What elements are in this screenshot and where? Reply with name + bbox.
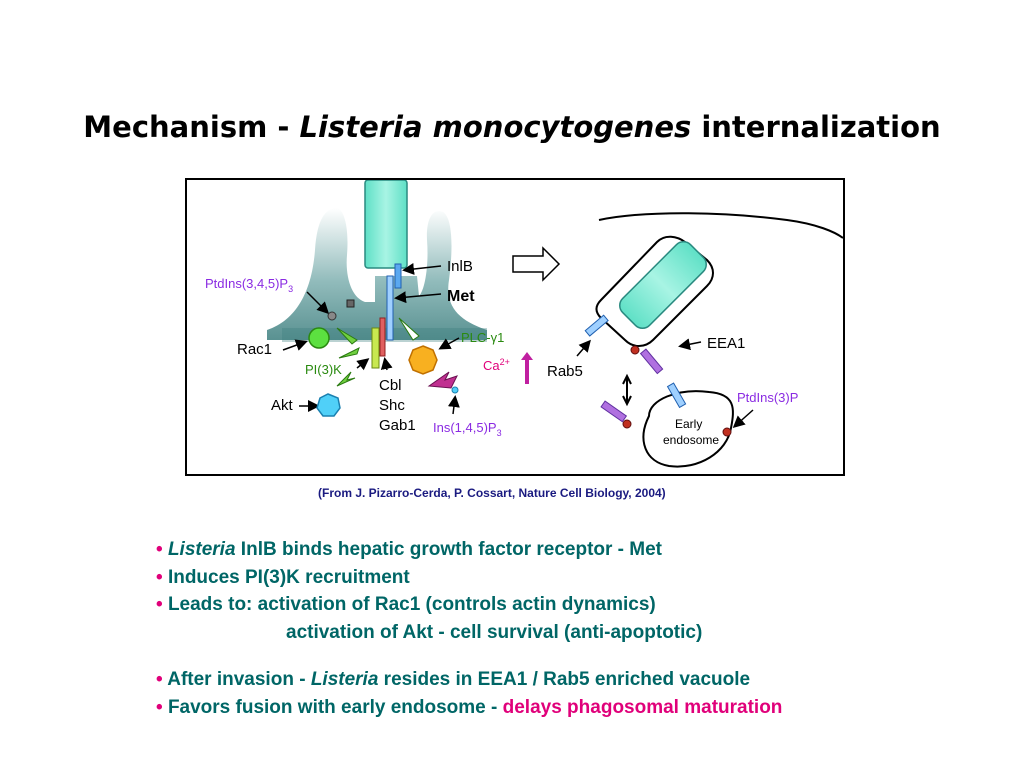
bullet5-highlight: delays phagosomal maturation [502,696,783,718]
bullet-group-2: • After invasion - Listeria resides in E… [156,666,782,721]
plc-pointer [438,337,460,350]
listeria-bacterium [364,180,408,269]
rab5-pointer [576,339,591,357]
ptdins3p-label: PtdIns(3)P [737,390,798,405]
bullet3-continuation: activation of Akt - cell survival (anti-… [286,621,703,643]
met-pointer [394,291,442,304]
pi3k-pointer [356,358,370,371]
pi3k-arrow-up [336,327,358,345]
plc-label: PLC-γ1 [461,330,504,345]
figure-citation: (From J. Pizarro-Cerda, P. Cossart, Natu… [318,486,666,500]
title-italic: Listeria monocytogenes [299,110,692,144]
akt-node [316,393,341,417]
bullet2-text: Induces PI(3)K recruitment [167,566,410,588]
bullet1-text: InlB binds hepatic growth factor recepto… [235,539,663,560]
endosome-label: endosome [663,433,719,447]
rac1-label: Rac1 [237,341,272,358]
met-label: Met [447,288,475,305]
ptdins-dot [327,311,337,321]
shc-label: Shc [379,397,405,414]
slide-title: Mechanism - Listeria monocytogenes inter… [0,110,1024,144]
bullet5-pre: Favors fusion with early endosome - [167,696,503,718]
bullet4-italic: Listeria [310,669,379,690]
akt-arrow [336,371,356,387]
small-square [346,299,355,308]
akt-label: Akt [271,397,294,414]
fusion-double-arrow [622,373,632,407]
cbl-label: Cbl [379,377,402,394]
met-bar [386,275,394,341]
bullet1-italic: Listeria [167,539,236,560]
plc-arrow [398,317,420,341]
early-label: Early [675,417,702,431]
bullet-item: • Leads to: activation of Rac1 (controls… [156,594,656,615]
title-part2: internalization [691,110,941,144]
rab5-bar [584,314,609,337]
endosome-eea1-dot [622,419,632,429]
bullet-item: • Listeria InlB binds hepatic growth fac… [156,539,663,560]
bullet-group-1: • Listeria InlB binds hepatic growth fac… [156,536,702,646]
ins145p3-dot [451,386,459,394]
ptdins345p3-label: PtdIns(3,4,5)P3 [205,276,293,294]
ca-up-arrow [521,352,533,384]
bullet4-rest: resides in EEA1 / Rab5 enriched vacuole [378,669,751,690]
bullet-item: • After invasion - Listeria resides in E… [156,669,751,690]
rac1-node [308,327,330,349]
ins-pointer [447,395,460,415]
ca-arrow [427,371,458,389]
title-part1: Mechanism - [83,110,300,144]
plc-gamma1-node [408,345,438,375]
early-endosome [642,390,734,468]
ptdins345p3-pointer [306,291,330,315]
bullet-item: • Favors fusion with early endosome - de… [156,696,783,718]
pi3k-label: PI(3)K [305,362,342,377]
met-kinase-bar [379,317,386,357]
right-membrane [598,212,843,239]
bullet-item: • Induces PI(3)K recruitment [156,566,410,588]
vacuole-bacterium [619,241,707,329]
endosome-rab5-bar [666,382,687,409]
ptdins3p-pointer [732,409,754,428]
inlb-pointer [402,263,442,275]
ins145p3-label: Ins(1,4,5)P3 [433,420,502,438]
inlb-bar [394,263,402,289]
ca-label: Ca2+ [483,357,510,373]
eea1-bar [639,348,664,375]
rac1-pointer [282,339,308,351]
eea1-pointer [678,338,702,351]
eea1-label: EEA1 [707,335,745,352]
transition-arrow [512,246,561,282]
inlb-label: InlB [447,258,473,275]
rab5-label: Rab5 [547,363,583,380]
cbl-pointer [380,357,393,371]
ptdins3p-dot [722,427,732,437]
endosome-eea1-bar [600,400,628,423]
eea1-dot [630,345,640,355]
bullet3-text: Leads to: activation of Rac1 (controls a… [167,594,656,615]
bullet4-pre: After invasion - [167,669,311,690]
diagram-svg: InlB Met PtdIns(3,4,5)P3 Rac1 PI(3)K Akt… [205,180,843,468]
gab1-label: Gab1 [379,417,416,434]
adaptor-bar [371,327,380,369]
pi3k-arrow-down [338,347,360,359]
mechanism-diagram: InlB Met PtdIns(3,4,5)P3 Rac1 PI(3)K Akt… [185,178,845,476]
